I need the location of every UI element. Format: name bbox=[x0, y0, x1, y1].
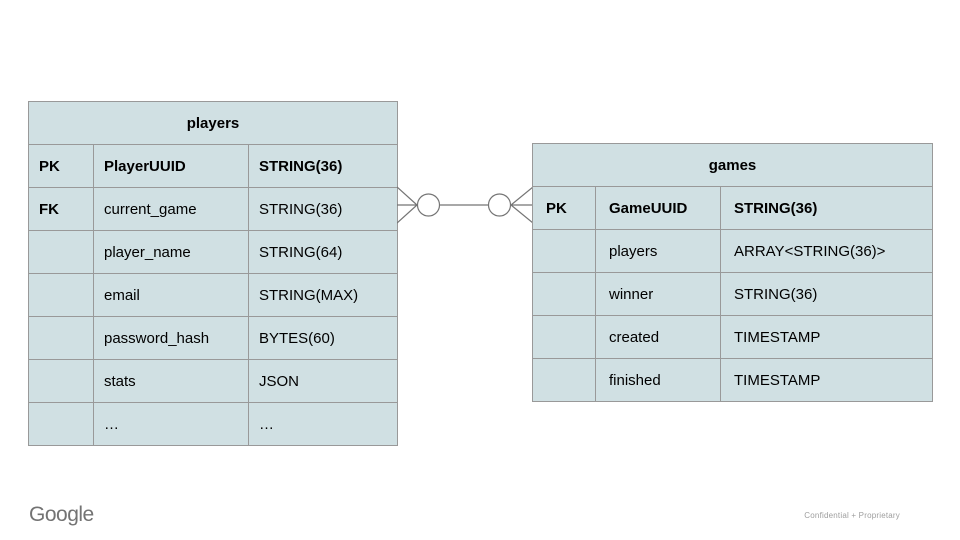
column-name-cell: created bbox=[595, 315, 721, 359]
column-type-cell: STRING(36) bbox=[720, 272, 933, 316]
players-table-header: players bbox=[28, 101, 398, 145]
column-type-cell: ARRAY<STRING(36)> bbox=[720, 229, 933, 273]
key-cell bbox=[28, 359, 94, 403]
crow-foot-left-icon bbox=[397, 186, 418, 224]
table-row: FK current_game STRING(36) bbox=[28, 187, 398, 231]
column-name-cell: PlayerUUID bbox=[93, 144, 249, 188]
key-cell bbox=[532, 315, 596, 359]
column-name-cell: GameUUID bbox=[595, 186, 721, 230]
table-row: … … bbox=[28, 402, 398, 446]
key-cell bbox=[28, 316, 94, 360]
table-row: password_hash BYTES(60) bbox=[28, 316, 398, 360]
table-row: stats JSON bbox=[28, 359, 398, 403]
confidentiality-note: Confidential + Proprietary bbox=[804, 511, 900, 520]
key-cell bbox=[532, 272, 596, 316]
crow-foot-right-icon bbox=[510, 186, 533, 224]
table-row: player_name STRING(64) bbox=[28, 230, 398, 274]
key-cell bbox=[28, 230, 94, 274]
games-table-header: games bbox=[532, 143, 933, 187]
column-name-cell: player_name bbox=[93, 230, 249, 274]
column-type-cell: … bbox=[248, 402, 398, 446]
column-name-cell: players bbox=[595, 229, 721, 273]
column-type-cell: STRING(36) bbox=[248, 144, 398, 188]
google-logo: Google bbox=[29, 503, 94, 526]
table-row: winner STRING(36) bbox=[532, 272, 933, 316]
zero-circle-left-icon bbox=[416, 193, 441, 217]
zero-circle-right-icon bbox=[487, 193, 512, 217]
column-name-cell: email bbox=[93, 273, 249, 317]
column-type-cell: STRING(36) bbox=[720, 186, 933, 230]
relationship-connector bbox=[397, 186, 533, 224]
column-type-cell: STRING(36) bbox=[248, 187, 398, 231]
key-cell: PK bbox=[532, 186, 596, 230]
column-name-cell: winner bbox=[595, 272, 721, 316]
column-name-cell: stats bbox=[93, 359, 249, 403]
column-name-cell: … bbox=[93, 402, 249, 446]
column-type-cell: STRING(64) bbox=[248, 230, 398, 274]
column-name-cell: current_game bbox=[93, 187, 249, 231]
players-table-title: players bbox=[28, 101, 398, 145]
games-entity-table: games PK GameUUID STRING(36) players ARR… bbox=[532, 143, 933, 402]
key-cell: PK bbox=[28, 144, 94, 188]
key-cell bbox=[28, 273, 94, 317]
key-cell bbox=[532, 358, 596, 402]
players-entity-table: players PK PlayerUUID STRING(36) FK curr… bbox=[28, 101, 398, 446]
column-type-cell: TIMESTAMP bbox=[720, 315, 933, 359]
key-cell bbox=[532, 229, 596, 273]
key-cell bbox=[28, 402, 94, 446]
column-type-cell: BYTES(60) bbox=[248, 316, 398, 360]
column-type-cell: JSON bbox=[248, 359, 398, 403]
column-name-cell: finished bbox=[595, 358, 721, 402]
column-name-cell: password_hash bbox=[93, 316, 249, 360]
column-type-cell: STRING(MAX) bbox=[248, 273, 398, 317]
table-row: PK PlayerUUID STRING(36) bbox=[28, 144, 398, 188]
key-cell: FK bbox=[28, 187, 94, 231]
table-row: finished TIMESTAMP bbox=[532, 358, 933, 402]
table-row: players ARRAY<STRING(36)> bbox=[532, 229, 933, 273]
table-row: email STRING(MAX) bbox=[28, 273, 398, 317]
table-row: created TIMESTAMP bbox=[532, 315, 933, 359]
column-type-cell: TIMESTAMP bbox=[720, 358, 933, 402]
games-table-title: games bbox=[532, 143, 933, 187]
table-row: PK GameUUID STRING(36) bbox=[532, 186, 933, 230]
